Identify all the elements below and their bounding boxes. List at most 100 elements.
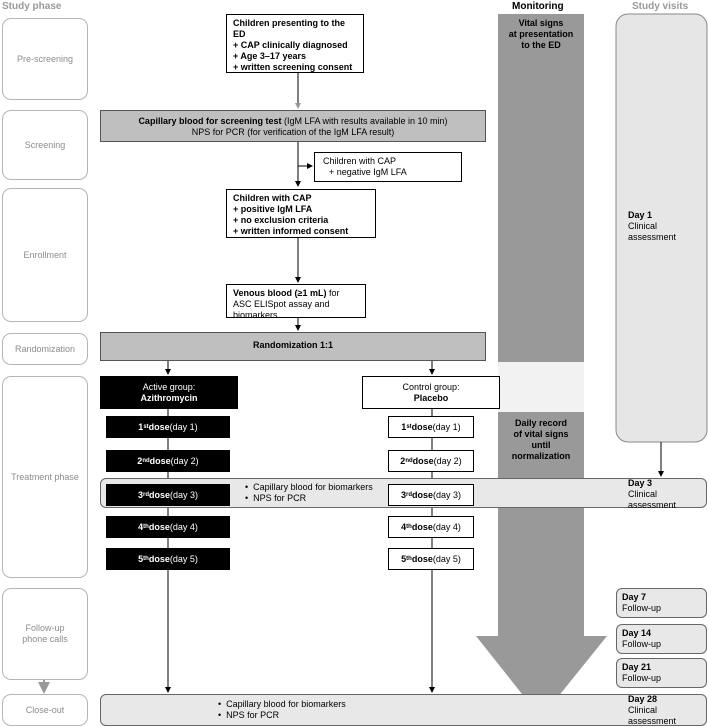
phase-pre-screening: Pre-screening [2,18,88,100]
day3-samples: Capillary blood for biomarkers NPS for P… [245,482,405,504]
dose-ordinal: 3 [137,490,143,500]
header-study-phase: Study phase [2,1,62,12]
active-group-line2: Azithromycin [140,393,198,403]
control-group-line2: Placebo [413,393,449,403]
negative-line1: Children with CAP [323,156,397,166]
dose-day: (day 5) [169,554,198,564]
enrolled-line3: + no exclusion criteria [233,215,329,225]
daily-line3: until [531,440,551,450]
active-group-line1: Active group: [142,382,196,392]
enrolled-line4: + written informed consent [233,226,349,236]
visit-day3-desc1: Clinical [628,489,658,499]
visit-day1-desc2: assessment [628,232,677,242]
visit-day1-desc1: Clinical [628,221,658,231]
dose-ordinal: 2 [400,456,406,466]
enrolled-line2: + positive IgM LFA [233,204,313,214]
visit-day3-day: Day 3 [628,478,653,488]
closeout-sample-2: NPS for PCR [218,710,378,721]
dose-ordinal-suffix: th [143,524,149,530]
dose-ordinal: 1 [138,422,144,432]
dose-day: (day 1) [169,422,198,432]
vital-line1: Vital signs [518,18,564,28]
venous-box: Venous blood (≥1 mL) for ASC ELISpot ass… [226,284,366,320]
visit-day14-day: Day 14 [622,628,652,638]
daily-line4: normalization [511,451,571,461]
venous-bold: Venous blood (≥1 mL) [233,288,327,298]
dose-word: dose [148,554,170,564]
dose-ordinal: 2 [137,456,143,466]
dose-word: dose [411,490,433,500]
enrolled-box: Children with CAP + positive IgM LFA + n… [226,189,376,238]
negative-line2: + negative IgM LFA [329,167,407,177]
closeout-samples: Capillary blood for biomarkers NPS for P… [218,699,378,721]
dose-day: (day 5) [432,554,461,564]
enrolled-line1: Children with CAP [233,193,312,203]
presenting-line1: Children presenting to the ED [233,18,346,39]
visit-day28-day: Day 28 [628,694,658,704]
dose-word: dose [148,490,170,500]
visit-day7-desc1: Follow-up [622,603,662,613]
daily-line2: of vital signs [513,429,569,439]
phase-treatment: Treatment phase [2,376,88,578]
dose-ordinal: 4 [138,522,144,532]
dose-day: (day 4) [169,522,198,532]
dose-ordinal-suffix: rd [142,492,149,498]
visit-day21-desc1: Follow-up [622,673,662,683]
dose-ordinal-suffix: th [406,524,412,530]
dose-ordinal-suffix: st [143,424,149,430]
dose-day: (day 3) [433,490,462,500]
closeout-band [100,694,707,726]
dose-word: dose [148,522,170,532]
visit-day21: Day 21 Follow-up [616,658,707,688]
day3-sample-2: NPS for PCR [245,493,405,504]
dose-ordinal: 5 [138,554,144,564]
dose-ordinal: 4 [401,522,407,532]
visit-day28-desc2: assessment [628,716,677,726]
header-study-visits: Study visits [632,1,689,12]
dose-ordinal: 1 [401,422,407,432]
presenting-line2: + CAP clinically diagnosed [233,40,348,50]
phase-follow-up-calls: Follow-up phone calls [2,588,88,680]
dose-ordinal-suffix: nd [405,458,413,464]
phase-randomization: Randomization [2,333,88,365]
dose-ordinal-suffix: th [143,556,149,562]
day3-visit-label: Day 3 Clinical assessment [628,478,706,511]
dose-day: (day 2) [170,456,199,466]
phase-close-out: Close-out [2,694,88,726]
monitoring-column-top [498,14,584,362]
dose-ordinal: 5 [401,554,407,564]
vital-line2: at presentation [508,29,574,39]
screening-test-line2: NPS for PCR (for verification of the IgM… [191,127,395,137]
randomization-box: Randomization 1:1 [100,332,486,361]
dose-ordinal-suffix: th [406,556,412,562]
visit-day28-desc1: Clinical [628,705,658,715]
dose-day: (day 2) [433,456,462,466]
monitoring-daily-record: Daily record of vital signs until normal… [498,418,584,462]
dose-word: dose [412,456,434,466]
screening-test-box: Capillary blood for screening test (IgM … [100,110,486,142]
negative-box: Children with CAP + negative IgM LFA [314,152,462,182]
active-group-box: Active group: Azithromycin [100,376,238,409]
dose-ordinal-suffix: rd [405,492,412,498]
dose-ordinal: 3 [400,490,406,500]
dose-ordinal-suffix: nd [142,458,150,464]
presenting-line3: + Age 3–17 years [233,51,306,61]
visit-day3-desc2: assessment [628,500,677,510]
presenting-line4: + written screening consent [233,62,353,72]
monitoring-vital-signs: Vital signs at presentation to the ED [498,18,584,51]
venous-rest: for ASC ELISpot assay and biomarkers [233,288,340,320]
dose-word: dose [411,522,433,532]
visit-day21-day: Day 21 [622,662,652,672]
header-monitoring: Monitoring [512,1,564,12]
screening-test-bold: Capillary blood for screening test [138,116,282,126]
